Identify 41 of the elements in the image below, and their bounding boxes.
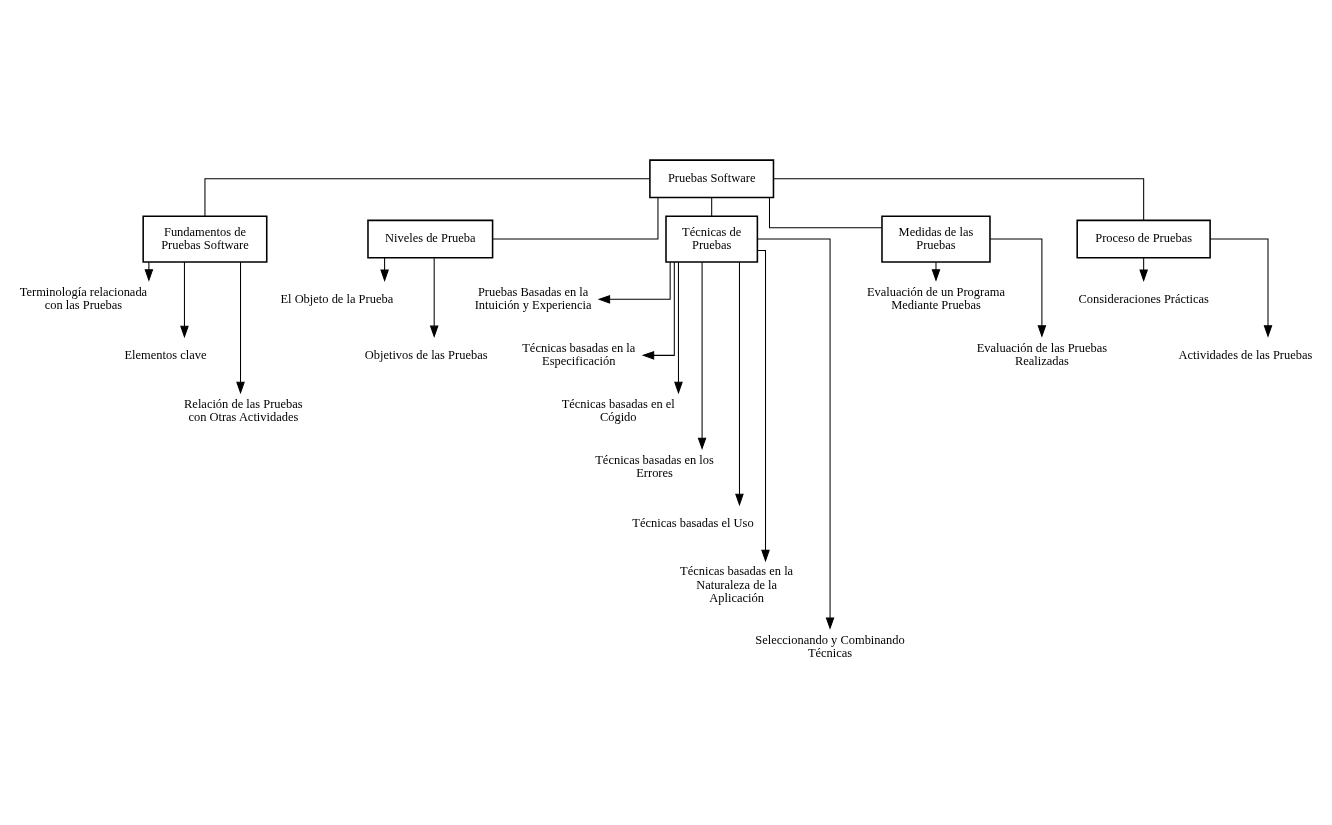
arrow: [144, 261, 154, 282]
arrow: [597, 261, 671, 304]
arrow: [674, 260, 683, 394]
arrow: [756, 238, 835, 630]
node-text: Consideraciones Prácticas: [1078, 291, 1209, 306]
node-text: Evaluación de un Programa Mediante Pruebas: [866, 284, 1005, 312]
node-text: Actividades de las Pruebas: [1178, 347, 1313, 362]
node-text: Evaluación de las Pruebas Realizadas: [976, 340, 1108, 368]
node-box: Niveles de Prueba: [367, 219, 494, 259]
node-text: Pruebas Basadas en la Intuición y Experiencia: [474, 284, 592, 312]
arrow: [757, 249, 770, 562]
node-text: El Objeto de la Prueba: [280, 291, 394, 306]
node-box: Pruebas Software: [649, 158, 775, 198]
connector: [773, 177, 1145, 221]
node-text: Objetivos de las Pruebas: [364, 347, 488, 362]
arrow: [989, 238, 1047, 338]
node-box: Fundamentos de Pruebas Software: [142, 214, 268, 263]
node-box: Proceso de Pruebas: [1076, 219, 1211, 259]
arrow: [931, 261, 941, 282]
arrow: [236, 260, 245, 394]
arrow: [429, 257, 439, 338]
connector: [492, 196, 659, 240]
node-text: Técnicas basadas el Uso: [632, 515, 754, 530]
node-text: Técnicas basadas en la Naturaleza de la Aplicación: [680, 563, 794, 605]
node-text: Técnicas basadas en la Especificación: [522, 340, 636, 368]
connector: [711, 196, 713, 216]
arrow: [697, 261, 707, 450]
connector: [769, 196, 883, 228]
node-text: Relación de las Pruebas con Otras Actividades: [184, 396, 303, 424]
arrow: [180, 261, 189, 338]
node-box: Técnicas de Pruebas: [665, 214, 759, 263]
node-box: Medidas de las Pruebas: [881, 214, 991, 263]
node-text: Elementos clave: [124, 347, 207, 362]
arrow: [641, 261, 675, 360]
node-text: Terminología relacionada con las Pruebas: [19, 284, 148, 312]
node-text: Técnicas basadas en los Errores: [595, 452, 714, 480]
node-text: Seleccionando y Combinando Técnicas: [755, 632, 905, 660]
node-text: Técnicas basadas en el Cógido: [561, 396, 675, 424]
connector: [204, 177, 651, 216]
arrow: [1209, 238, 1273, 338]
arrow: [735, 261, 744, 506]
